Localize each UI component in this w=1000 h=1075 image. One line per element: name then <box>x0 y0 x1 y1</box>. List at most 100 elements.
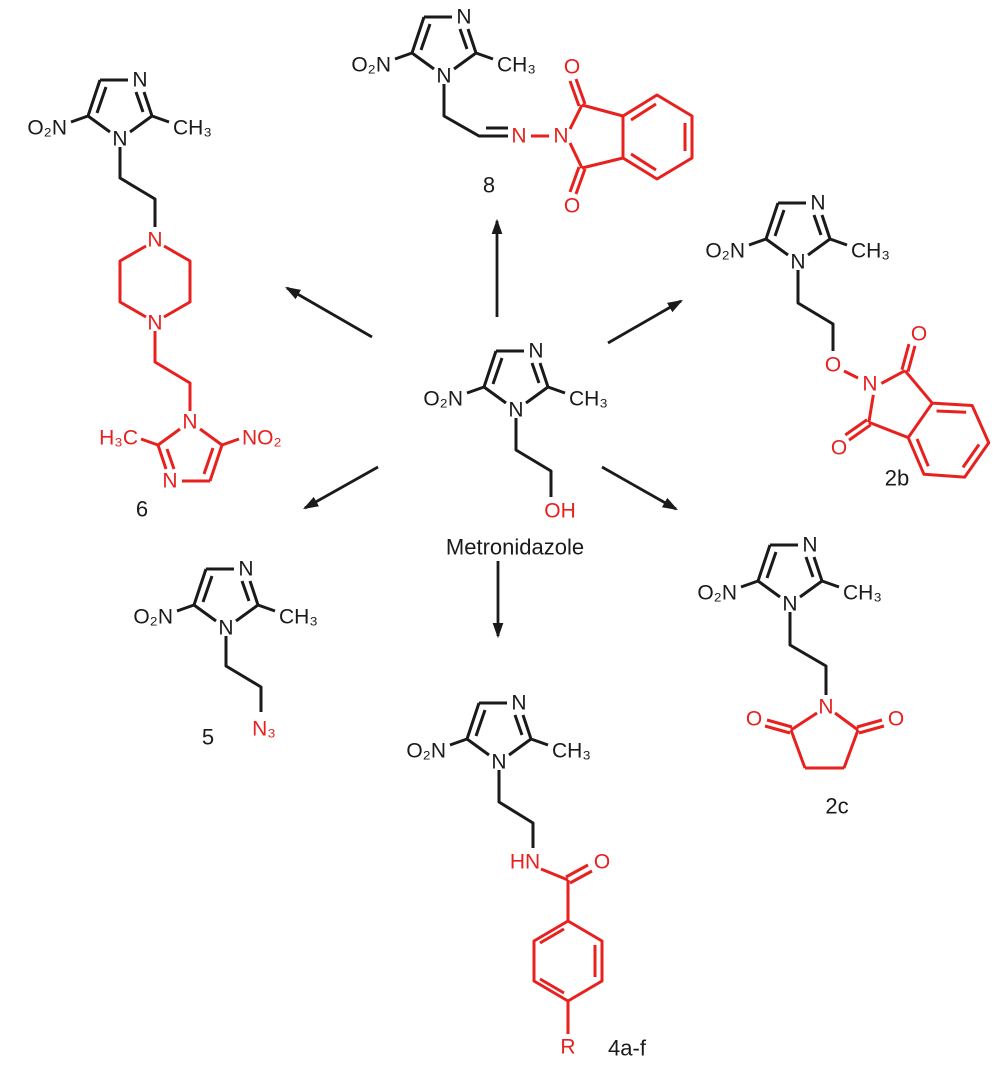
atom-label-n1-bottom: N <box>182 411 197 434</box>
atom-label-carbonyl-o-right: O <box>888 708 904 731</box>
atom-label-n1: N <box>790 251 805 274</box>
compound-2b-black-part: N N O₂N CH₃ 2b <box>705 192 909 491</box>
bond-o-n <box>843 369 859 380</box>
atom-label-n1: N <box>508 399 523 422</box>
atom-label-methyl: CH₃ <box>497 54 536 77</box>
compound-2b-red-part: O N O O <box>825 323 1000 509</box>
bond-hydroxyethyl-chain <box>514 418 553 497</box>
atom-label-nitro: O₂N <box>423 388 463 411</box>
metronidazole-red-part: OH <box>544 500 576 523</box>
compound-8-black-part: N N O₂N CH₃ 8 <box>351 6 536 198</box>
bond-ethyl-chain <box>796 270 835 351</box>
atom-label-n3: N <box>802 534 817 557</box>
metronidazole-imidazole-ring <box>465 349 567 405</box>
bond-imine-chain <box>442 84 508 138</box>
atom-label-n3: N <box>132 69 147 92</box>
bond-ethyl-chain <box>788 612 828 695</box>
compound-2c-black-part: N N O₂N CH₃ 2c <box>697 534 882 819</box>
atom-label-n3-bottom: N <box>162 470 177 493</box>
atom-label-n1: N <box>491 751 506 774</box>
atom-label-n1: N <box>436 65 451 88</box>
compound-6-black-part: N N O₂N CH₃ 6 <box>27 69 212 522</box>
compound-2c: N N O₂N CH₃ 2c N O O <box>697 534 904 819</box>
atom-label-carbonyl-o-bottom: O <box>564 195 580 218</box>
compound-label-metronidazole: Metronidazole <box>446 535 584 560</box>
atom-label-amide-nh: HN <box>510 851 540 874</box>
atom-label-r-group: R <box>560 1036 575 1059</box>
compound-5-red-part: N₃ <box>252 718 276 741</box>
bond-ethyl-chain <box>497 770 535 848</box>
metronidazole-black-part: N N O₂N CH₃ Metronidazole <box>423 340 608 560</box>
compound-8-imidazole-ring <box>393 15 495 71</box>
compound-4af-red-part: HN O R <box>510 851 610 1059</box>
atom-label-imide-n: N <box>862 373 877 396</box>
compound-4af: N N O₂N CH₃ 4a-f HN O R <box>406 692 646 1061</box>
atom-label-methyl-bottom: H₃C <box>99 427 138 450</box>
atom-label-hydroxyl: OH <box>544 500 576 523</box>
atom-label-imine-n: N <box>511 125 526 148</box>
compound-6-imidazole-ring-top <box>69 78 171 134</box>
atom-label-nitro: O₂N <box>697 582 737 605</box>
atom-label-methyl: CH₃ <box>851 240 890 263</box>
compound-6-red-part: N N N N H₃C NO₂ <box>99 229 282 493</box>
atom-label-carbonyl-o: O <box>594 851 610 874</box>
atom-label-nitro: O₂N <box>705 240 745 263</box>
compound-2b: N N O₂N CH₃ 2b O N O O <box>705 192 1000 509</box>
atom-label-n3: N <box>238 558 253 581</box>
arrow-to-compound-6 <box>284 286 373 339</box>
atom-label-n3: N <box>456 6 471 29</box>
atom-label-carbonyl-o-top: O <box>564 56 580 79</box>
atom-label-piperazine-n-top: N <box>147 229 162 252</box>
bond-ethyl-chain-top <box>118 147 157 227</box>
arrow-to-compound-5 <box>302 465 379 510</box>
atom-label-nitro: O₂N <box>406 740 446 763</box>
compound-5: N N O₂N CH₃ 5 N₃ <box>133 558 318 750</box>
atom-label-methyl: CH₃ <box>569 388 608 411</box>
atom-label-n3: N <box>511 692 526 715</box>
atom-label-methyl: CH₃ <box>552 740 591 763</box>
compound-8-red-part: N N O O <box>511 56 694 218</box>
atom-label-nitro: O₂N <box>351 54 391 77</box>
reaction-arrows <box>284 218 684 639</box>
arrow-to-compound-2c <box>601 465 679 511</box>
compound-8: N N O₂N CH₃ 8 N N O O <box>351 6 694 218</box>
compound-2b-phthalimide <box>842 340 1000 509</box>
compound-4af-black-part: N N O₂N CH₃ 4a-f <box>406 692 646 1061</box>
compound-label-4af: 4a-f <box>608 1036 647 1061</box>
atom-label-carbonyl-o-top: O <box>911 323 927 346</box>
bond-piperazine-ring <box>118 244 192 319</box>
atom-label-n1: N <box>218 617 233 640</box>
atom-label-azide: N₃ <box>252 718 276 741</box>
compound-4af-imidazole-ring <box>448 701 550 757</box>
atom-label-carbonyl-o-left: O <box>746 708 762 731</box>
compound-metronidazole: N N O₂N CH₃ Metronidazole OH <box>423 340 608 560</box>
compound-label-5: 5 <box>202 725 214 750</box>
compound-6-imidazole-ring-bottom <box>139 427 241 483</box>
compound-label-2c: 2c <box>825 794 848 819</box>
atom-label-methyl: CH₃ <box>279 606 318 629</box>
compound-2b-imidazole-ring <box>747 201 849 257</box>
atom-label-n3: N <box>810 192 825 215</box>
atom-label-nitro-bottom: NO₂ <box>242 427 282 450</box>
compound-label-6: 6 <box>136 497 148 522</box>
compound-label-8: 8 <box>483 173 495 198</box>
arrow-to-compound-2b <box>607 299 684 345</box>
compound-5-imidazole-ring <box>175 567 277 623</box>
atom-label-n1: N <box>782 593 797 616</box>
compound-2c-imidazole-ring <box>739 543 841 599</box>
bond-succinimide-ring <box>764 711 885 770</box>
atom-label-nitro: O₂N <box>27 117 67 140</box>
bond-ethyl-chain <box>224 636 263 712</box>
atom-label-piperazine-n-bottom: N <box>147 312 162 335</box>
compound-8-phthalimide <box>568 77 694 196</box>
atom-label-imide-n: N <box>553 125 568 148</box>
atom-label-methyl: CH₃ <box>173 117 212 140</box>
atom-label-ether-o: O <box>825 354 841 377</box>
atom-label-imide-n: N <box>818 696 833 719</box>
compound-6: N N O₂N CH₃ 6 N N N N H₃C NO₂ <box>27 69 281 522</box>
bond-ethyl-chain-bottom <box>153 331 192 411</box>
compound-5-black-part: N N O₂N CH₃ 5 <box>133 558 318 750</box>
atom-label-methyl: CH₃ <box>843 582 882 605</box>
